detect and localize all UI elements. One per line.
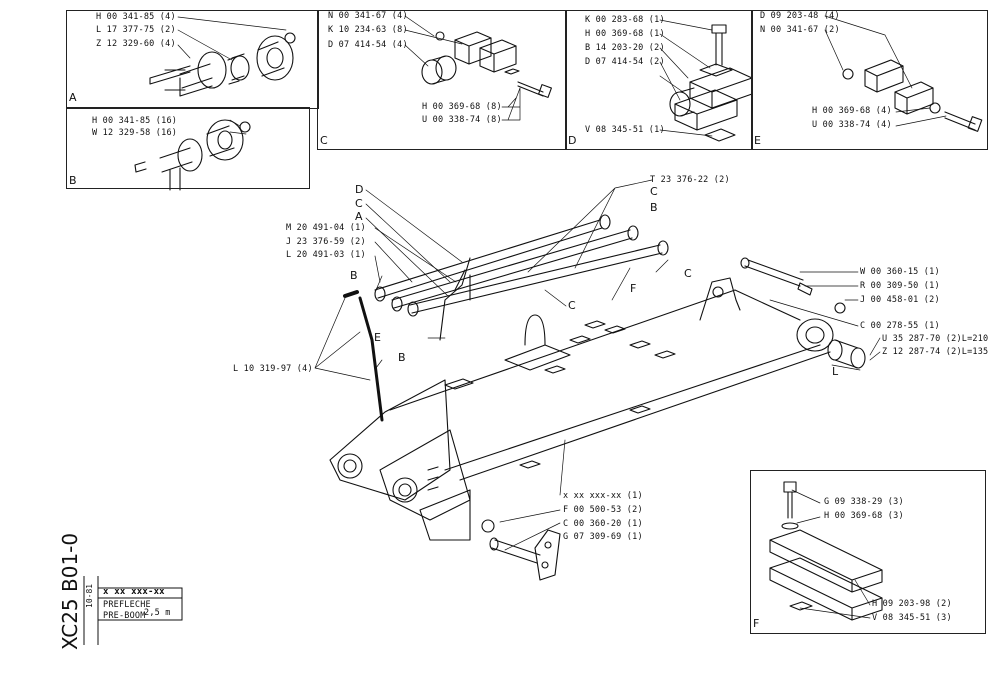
panel-letter-a: A bbox=[69, 91, 77, 104]
clamp-strip-assembly-F bbox=[769, 481, 883, 621]
part-label: D 09 203-48 (4) bbox=[760, 11, 840, 21]
part-label: H 00 369-68 (3) bbox=[824, 511, 904, 521]
part-label: J 23 376-59 (2) bbox=[286, 237, 366, 247]
part-label: H 09 203-98 (2) bbox=[872, 599, 952, 609]
clamp-block-assembly-E bbox=[842, 59, 983, 132]
callout-letter: A bbox=[355, 210, 363, 223]
part-label: M 20 491-04 (1) bbox=[286, 223, 366, 233]
callout-letter: C bbox=[568, 299, 576, 312]
part-label: R 00 309-50 (1) bbox=[860, 281, 940, 291]
drawing-number: x xx xxx-xx bbox=[103, 587, 165, 597]
part-label: C 00 278-55 (1) bbox=[860, 321, 940, 331]
part-label: L 10 319-97 (4) bbox=[233, 364, 313, 374]
part-label: V 08 345-51 (3) bbox=[872, 613, 952, 623]
drawing-name-fr: PREFLECHE bbox=[103, 600, 151, 610]
part-label: G 09 338-29 (3) bbox=[824, 497, 904, 507]
hydraulic-tubes bbox=[343, 214, 866, 422]
part-label: Z 12 329-60 (4) bbox=[96, 39, 176, 49]
part-label: V 08 345-51 (1) bbox=[585, 125, 665, 135]
detail-panel-f bbox=[750, 470, 986, 634]
part-label: W 12 329-58 (16) bbox=[92, 128, 178, 138]
part-label: G 07 309-69 (1) bbox=[563, 532, 643, 542]
flange-bolt-assembly-B bbox=[134, 119, 251, 191]
part-label: H 00 341-85 (4) bbox=[96, 12, 176, 22]
boom-body bbox=[329, 277, 834, 541]
part-label: T 23 376-22 (2) bbox=[650, 175, 730, 185]
part-label: L 17 377-75 (2) bbox=[96, 25, 176, 35]
part-label: K 00 283-68 (1) bbox=[585, 15, 665, 25]
detail-panel-e bbox=[751, 10, 988, 150]
part-label: L 20 491-03 (1) bbox=[286, 250, 366, 260]
part-label: H 00 369-68 (8) bbox=[422, 102, 502, 112]
part-label: U 35 287-70 (2)L=210 bbox=[882, 334, 989, 344]
panel-letter-b: B bbox=[69, 174, 77, 187]
part-label: B 14 203-20 (2) bbox=[585, 43, 665, 53]
part-label: F 00 500-53 (2) bbox=[563, 505, 643, 515]
clamp-block-assembly-C bbox=[421, 31, 552, 98]
part-label: N 00 341-67 (4) bbox=[328, 11, 408, 21]
dimension-label: L bbox=[832, 365, 839, 378]
callout-letter: E bbox=[374, 331, 381, 344]
detail-panel-a bbox=[66, 10, 319, 109]
panel-letter-d: D bbox=[568, 134, 577, 147]
part-label: N 00 341-67 (2) bbox=[760, 25, 840, 35]
callout-letter: F bbox=[630, 282, 637, 295]
part-label: W 00 360-15 (1) bbox=[860, 267, 940, 277]
drawing-size: 2,5 m bbox=[144, 608, 171, 618]
callout-letter: C bbox=[650, 185, 658, 198]
drawing-date: 10-81 bbox=[85, 583, 94, 608]
detail-panel-c bbox=[317, 10, 567, 150]
callout-letter: B bbox=[650, 201, 658, 214]
part-label: x xx xxx-xx (1) bbox=[563, 491, 643, 501]
part-label: Z 12 287-74 (2)L=135 bbox=[882, 347, 989, 357]
flange-bolt-assembly-A bbox=[149, 32, 296, 97]
callout-letter: C bbox=[684, 267, 692, 280]
part-label: H 00 369-68 (1) bbox=[585, 29, 665, 39]
part-label: D 07 414-54 (2) bbox=[585, 57, 665, 67]
detail-panel-d bbox=[565, 10, 753, 150]
panel-letter-e: E bbox=[754, 134, 761, 147]
part-label: J 00 458-01 (2) bbox=[860, 295, 940, 305]
part-label: U 00 338-74 (8) bbox=[422, 115, 502, 125]
callout-letter: D bbox=[355, 183, 364, 196]
part-label: U 00 338-74 (4) bbox=[812, 120, 892, 130]
part-label: C 00 360-20 (1) bbox=[563, 519, 643, 529]
part-label: K 10 234-63 (8) bbox=[328, 25, 408, 35]
panel-letter-c: C bbox=[320, 134, 328, 147]
part-label: H 00 369-68 (4) bbox=[812, 106, 892, 116]
part-label: D 07 414-54 (4) bbox=[328, 40, 408, 50]
callout-letter: B bbox=[398, 351, 406, 364]
bottom-pin bbox=[481, 519, 561, 581]
part-label: H 00 341-85 (16) bbox=[92, 116, 178, 126]
drawing-code: XC25 B01-0 bbox=[58, 532, 82, 650]
callout-letter: C bbox=[355, 197, 363, 210]
panel-letter-f: F bbox=[753, 617, 760, 630]
drawing-name-en: PRE-BOOM bbox=[103, 611, 146, 621]
detail-panel-b bbox=[66, 107, 310, 189]
callout-letter: B bbox=[350, 269, 358, 282]
